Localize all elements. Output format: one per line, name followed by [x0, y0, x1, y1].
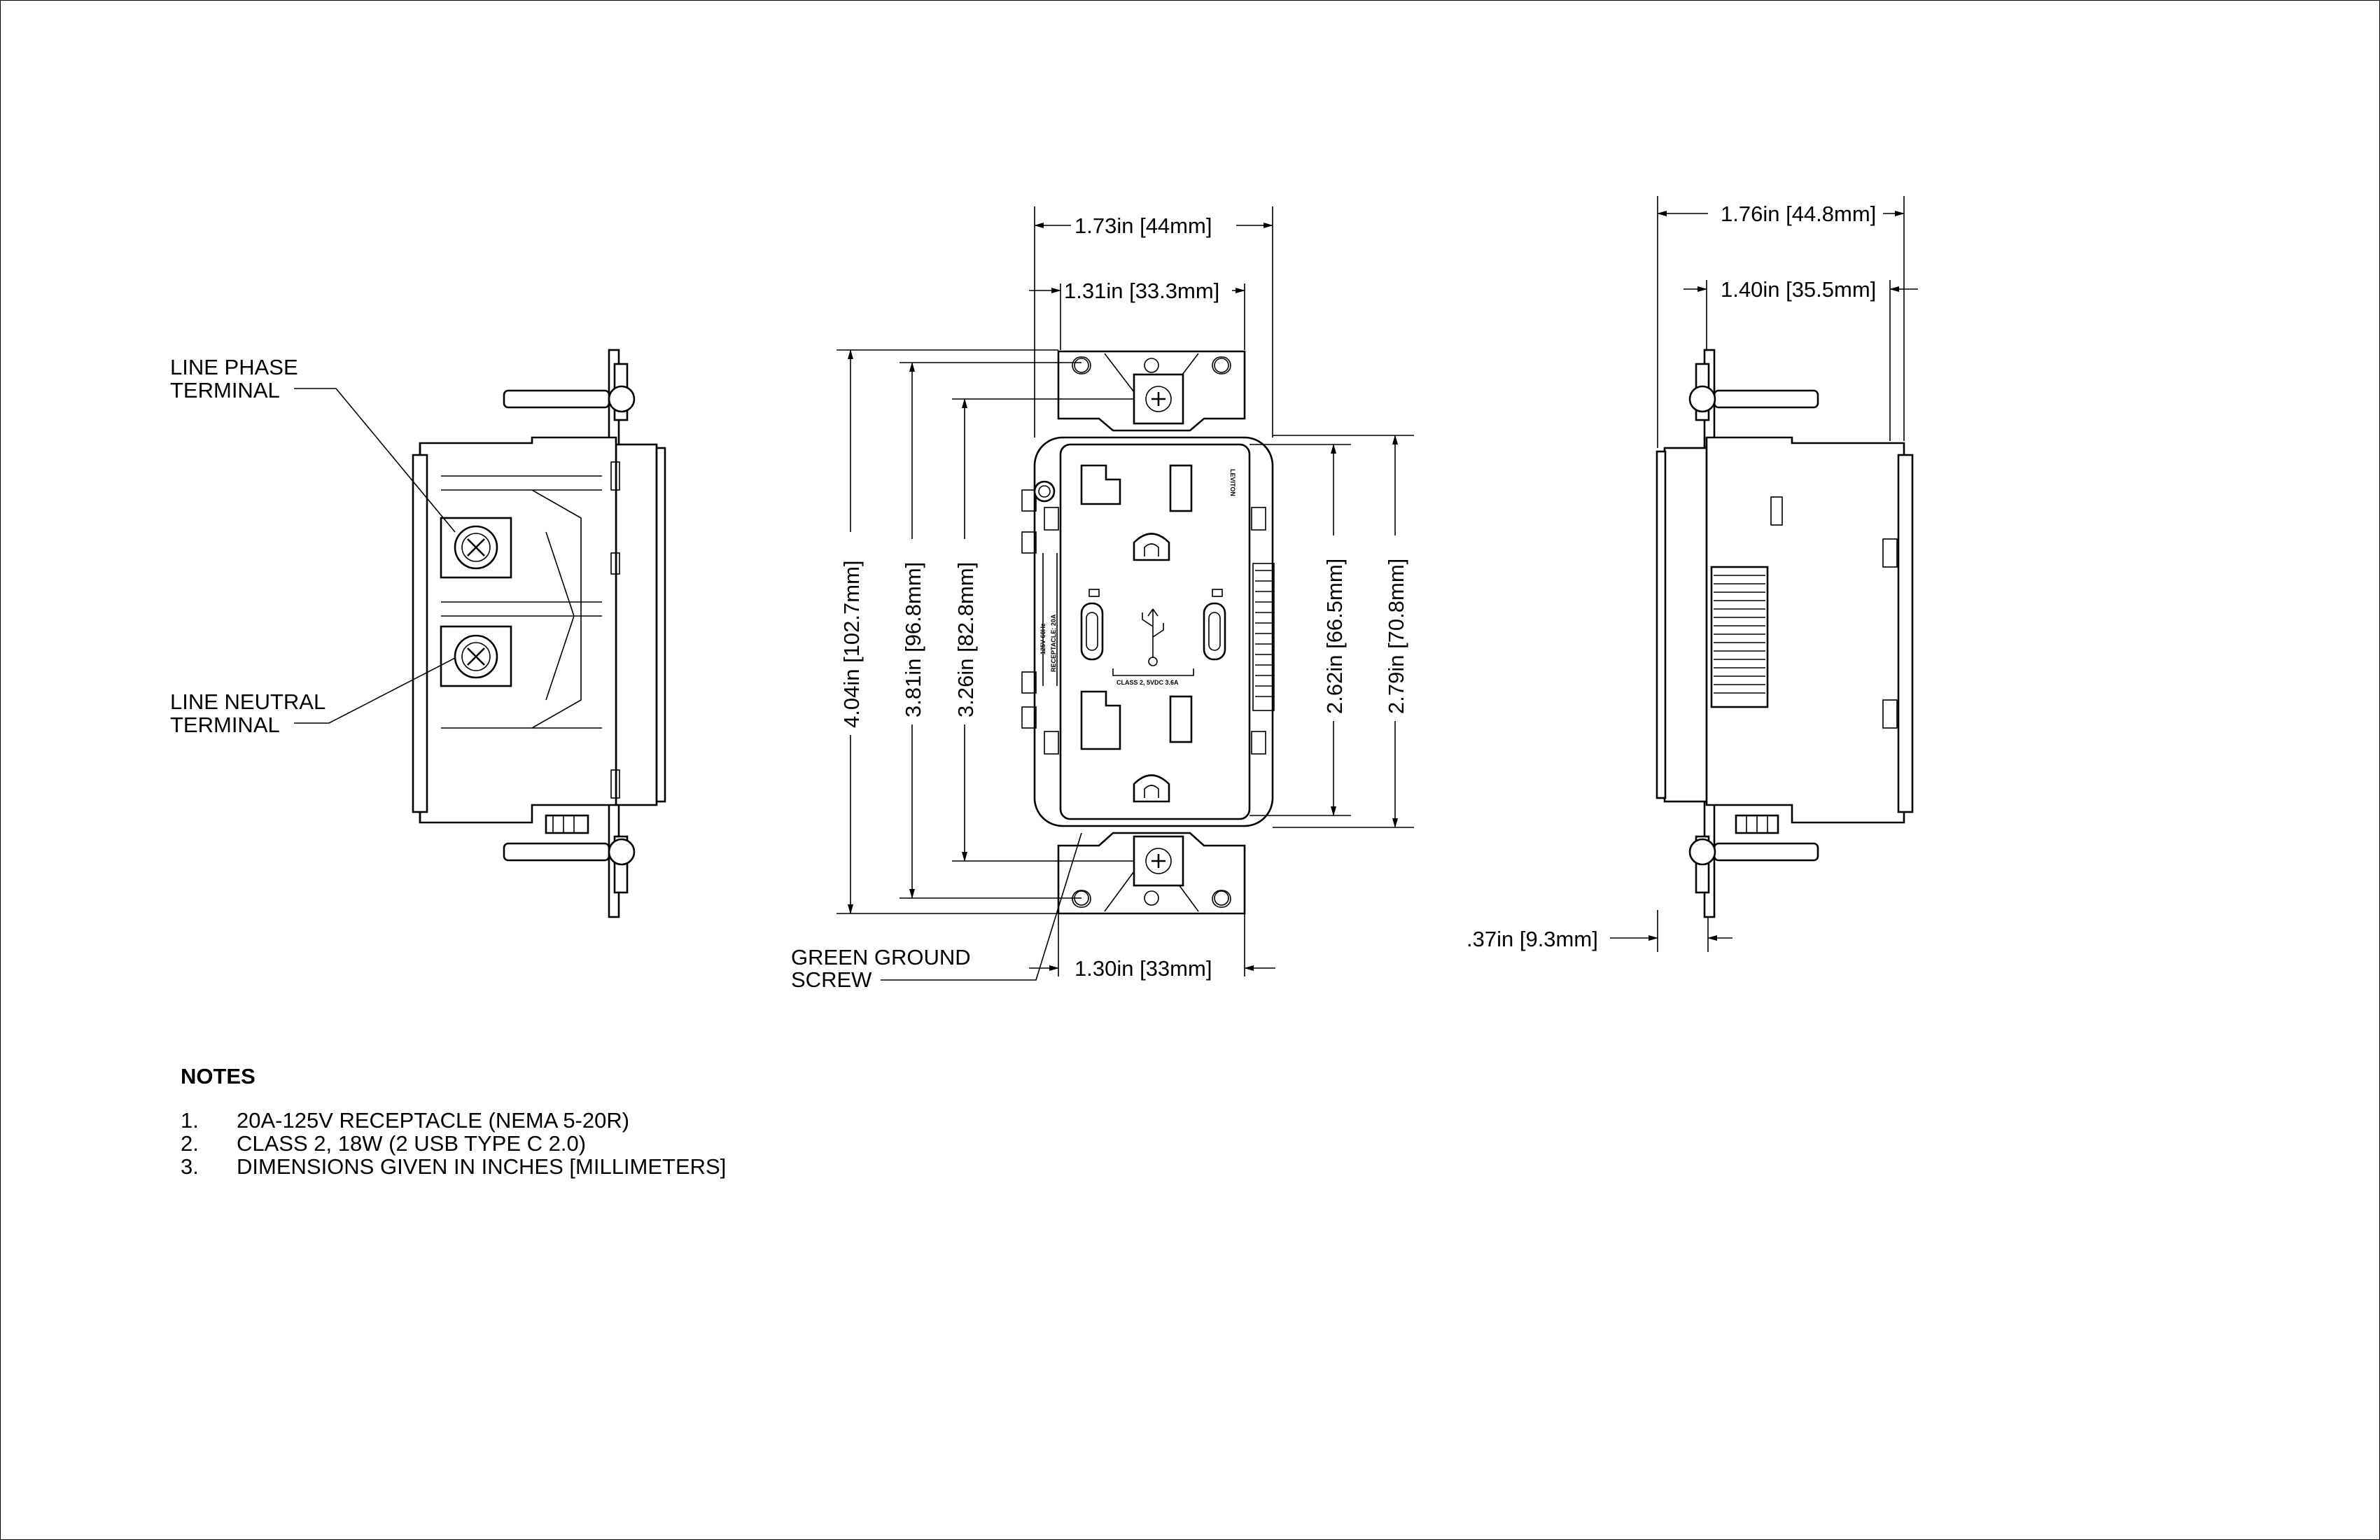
dim-front-width-inner	[1029, 284, 1245, 350]
notes-title: NOTES	[181, 1064, 255, 1088]
dim-face-height-outer-text: 2.79in [70.8mm]	[1384, 559, 1408, 714]
note-item: 3. DIMENSIONS GIVEN IN INCHES [MILLIMETER…	[181, 1155, 726, 1178]
dim-front-width-bottom	[1029, 913, 1275, 976]
dim-front-width-inner-text: 1.31in [33.3mm]	[1064, 279, 1219, 303]
note-item: 1. 20A-125V RECEPTACLE (NEMA 5-20R)	[181, 1109, 726, 1132]
voltage-rating-mark: 125V 60Hz	[1040, 623, 1046, 654]
note-item: 2. CLASS 2, 18W (2 USB TYPE C 2.0)	[181, 1132, 726, 1155]
label-green-ground-2: SCREW	[791, 967, 872, 992]
dim-height-inner-text: 3.26in [82.8mm]	[953, 562, 978, 718]
dim-side-depth-total-text: 1.76in [44.8mm]	[1721, 202, 1876, 226]
dim-side-depth-total	[1657, 196, 1905, 448]
dim-face-height-text: 2.62in [66.5mm]	[1322, 559, 1347, 714]
note-text: 20A-125V RECEPTACLE (NEMA 5-20R)	[237, 1108, 630, 1133]
label-line-neutral-2: TERMINAL	[170, 713, 280, 737]
dim-face-height	[1250, 444, 1351, 816]
dim-height-mount	[899, 362, 1082, 899]
note-number: 2.	[181, 1131, 199, 1156]
note-number: 1.	[181, 1108, 199, 1133]
label-line-phase-2: TERMINAL	[170, 378, 280, 402]
note-text: DIMENSIONS GIVEN IN INCHES [MILLIMETERS]	[237, 1154, 727, 1179]
label-line-neutral-1: LINE NEUTRAL	[170, 690, 326, 714]
dim-height-total-text: 4.04in [102.7mm]	[839, 560, 864, 728]
right-side-view	[1656, 349, 1914, 918]
dim-side-strap-text: .37in [9.3mm]	[1466, 927, 1598, 951]
dim-front-width-bottom-text: 1.30in [33mm]	[1074, 956, 1212, 981]
usb-class-mark: CLASS 2, 5VDC 3.6A	[1116, 679, 1179, 686]
dim-height-total	[836, 349, 1058, 914]
left-side-view	[294, 349, 666, 918]
notes-section: NOTES 1. 20A-125V RECEPTACLE (NEMA 5-20R)…	[181, 1064, 726, 1178]
receptacle-rating-mark: RECEPTACLE: 20A	[1050, 614, 1057, 672]
note-text: CLASS 2, 18W (2 USB TYPE C 2.0)	[237, 1131, 587, 1156]
dim-side-depth-inner-text: 1.40in [35.5mm]	[1721, 277, 1876, 302]
front-view	[881, 350, 1275, 981]
brand-mark: LEVITON	[1229, 469, 1236, 496]
dim-side-strap	[1610, 910, 1732, 952]
dim-side-depth-inner	[1684, 280, 1918, 441]
dim-front-width-total-text: 1.73in [44mm]	[1074, 214, 1212, 238]
note-number: 3.	[181, 1154, 199, 1179]
dim-height-mount-text: 3.81in [96.8mm]	[901, 562, 925, 718]
label-line-phase-1: LINE PHASE	[170, 355, 298, 379]
label-green-ground-1: GREEN GROUND	[791, 945, 971, 969]
dim-face-height-outer	[1273, 435, 1414, 828]
dim-height-inner	[952, 398, 1134, 862]
